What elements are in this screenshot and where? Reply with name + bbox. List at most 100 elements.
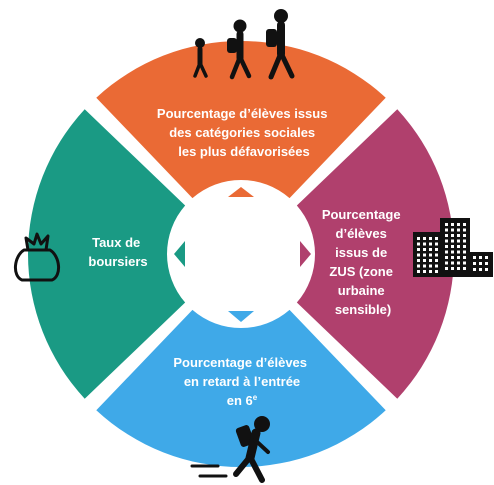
building-window [463,245,466,248]
building-window [473,262,476,265]
building-window [423,242,426,246]
segment-top-line: des catégories sociales [169,125,315,140]
building-window [451,245,454,248]
building-window [485,262,488,265]
building-window [451,239,454,243]
building-window [451,250,454,254]
building-window [423,259,426,262]
building-window [463,267,466,270]
building-window [463,256,466,259]
building-window [445,223,448,226]
building-window [435,270,438,273]
building-window [463,239,466,243]
building-window [445,267,448,270]
center-circle [171,184,311,324]
segment-top-label: Pourcentage d’élèves issus des catégorie… [157,106,331,159]
building-window [463,228,466,232]
building-window [423,248,426,251]
segment-bottom [96,309,386,467]
building-window [485,268,488,271]
segment-right-line: urbaine [338,283,385,298]
building-window [417,270,420,273]
building-window [463,250,466,254]
building-window [451,223,454,226]
segment-left-line: boursiers [88,254,147,269]
building-window [417,253,420,257]
building-window [457,250,460,254]
building-window [417,248,420,251]
building-window [445,261,448,265]
segment-right-line: issus de [335,245,387,260]
building-window [457,245,460,248]
building-window [429,264,432,268]
segment-left-label: Taux de boursiers [88,235,147,269]
segment-top [96,40,386,199]
segment-right-line: Pourcentage [322,207,401,222]
building-window [479,262,482,265]
building-window [473,256,476,259]
building-window [417,237,420,240]
segment-bottom-superscript: e [253,393,258,402]
segment-top-line: les plus défavorisées [178,144,310,159]
building-window [479,268,482,271]
building-window [451,228,454,232]
building-window [435,264,438,268]
segment-right-line: ZUS (zone [329,264,393,279]
building-window [485,256,488,259]
building-window [445,239,448,243]
segment-bottom-line: en retard à l’entrée [184,374,300,389]
building-window [445,228,448,232]
building-window [473,268,476,271]
segment-bottom-line3-text: en 6 [227,393,253,408]
building-window [457,228,460,232]
building-window [429,242,432,246]
building-window [423,264,426,268]
building-window [445,234,448,237]
segment-bottom-line3: en 6e [227,393,258,408]
building-window [451,234,454,237]
building-window [429,237,432,240]
segment-right-label: Pourcentage d’élèves issus de ZUS (zone … [322,207,404,317]
segment-bottom-line: Pourcentage d’élèves [173,355,307,370]
segment-top-line: Pourcentage d’élèves issus [157,106,328,121]
building-window [417,259,420,262]
arrow-left-icon [174,241,185,267]
building-window [417,264,420,268]
building-window [451,267,454,270]
building-window [435,248,438,251]
building-window [457,234,460,237]
building-window [423,237,426,240]
building-window [429,253,432,257]
building-windows [417,223,488,273]
building-window [457,223,460,226]
building-window [417,242,420,246]
arrow-up-icon [228,187,254,197]
building-window [457,256,460,259]
segment-left-line: Taux de [92,235,140,250]
segment-left [27,109,186,399]
building-window [423,253,426,257]
building-window [429,270,432,273]
building-window [451,261,454,265]
building-window [435,237,438,240]
segment-bottom-label: Pourcentage d’élèves en retard à l’entré… [173,355,310,389]
building-window [445,245,448,248]
building-window [451,256,454,259]
building-window [435,259,438,262]
building-window [457,267,460,270]
walking-family-icon [193,9,295,80]
building-window [463,223,466,226]
building-window [463,261,466,265]
building-window [479,256,482,259]
segment-right-line: sensible) [335,302,391,317]
building-window [457,239,460,243]
arrow-right-icon [300,241,311,267]
city-buildings-icon [413,218,493,277]
building-window [463,234,466,237]
segment-right-line: d’élèves [336,226,387,241]
money-bag-icon [14,232,60,282]
building-window [429,259,432,262]
building-window [429,248,432,251]
building-window [423,270,426,273]
